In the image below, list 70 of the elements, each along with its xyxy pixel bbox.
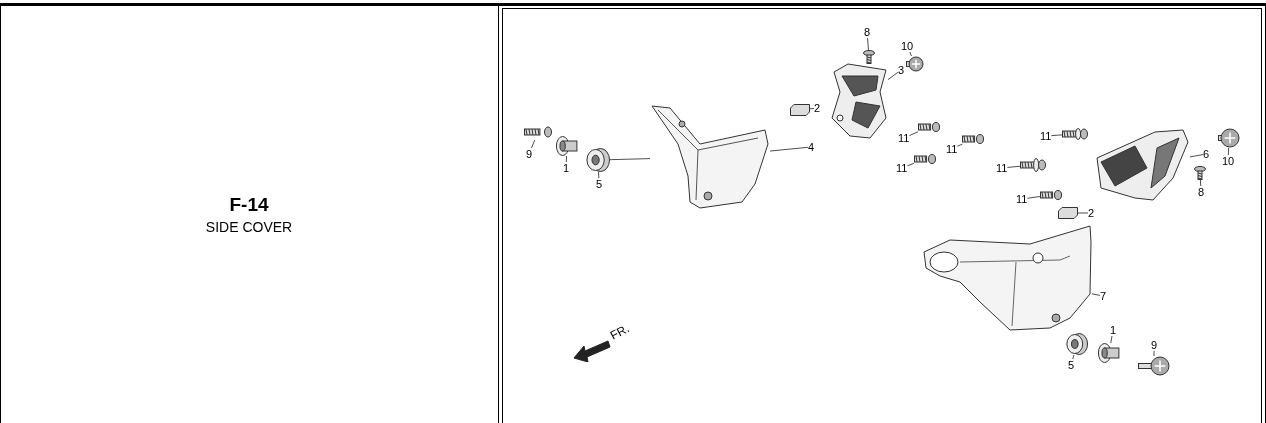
leader-line: [609, 158, 651, 161]
side-cover-drawing: [650, 104, 770, 210]
callout-number: 6: [1203, 148, 1210, 160]
grommet-icon: [1066, 333, 1088, 355]
leader-line: [1227, 147, 1229, 156]
leader-line: [907, 162, 915, 167]
collar-icon: [1098, 343, 1120, 363]
callout-number: 1: [563, 162, 570, 174]
leader-line: [769, 146, 809, 152]
callout-number: 3: [898, 64, 905, 76]
leader-line: [1110, 335, 1113, 344]
side-cover-drawing: [1095, 128, 1190, 203]
callout-number: 7: [1100, 290, 1107, 302]
bolt-icon: [1218, 128, 1240, 148]
screw-icon: [914, 154, 936, 164]
leader-line: [1091, 293, 1101, 296]
collar-icon: [556, 136, 578, 156]
leader-line: [1189, 154, 1204, 158]
leader-line: [565, 155, 567, 163]
leader-line: [1027, 196, 1041, 199]
screw-icon: [863, 50, 875, 64]
leader-line: [598, 171, 600, 179]
callout-number: 9: [526, 148, 533, 160]
callout-number: 8: [864, 26, 871, 38]
callout-number: 8: [1198, 186, 1205, 198]
screw-icon: [962, 134, 984, 144]
callout-number: 11: [996, 162, 1008, 174]
leader-line: [957, 143, 963, 147]
leader-line: [1007, 165, 1021, 168]
screw-icon: [524, 124, 552, 140]
leader-line: [809, 107, 815, 110]
grommet-icon: [586, 148, 610, 172]
rubber-block-icon: [790, 104, 810, 116]
bolt-icon: [906, 56, 924, 72]
leader-line: [1072, 354, 1075, 360]
callout-number: 4: [808, 141, 815, 153]
callout-number: 10: [1222, 155, 1235, 167]
direction-label: FR.: [607, 321, 632, 343]
callout-number: 11: [1040, 130, 1052, 142]
leader-line: [1153, 350, 1155, 357]
screw-icon: [1040, 190, 1062, 200]
leader-line: [1051, 134, 1063, 136]
screw-icon: [918, 122, 940, 132]
leader-line: [867, 37, 869, 51]
callout-number: 11: [896, 162, 908, 174]
leader-line: [531, 139, 536, 149]
callout-number: 1: [1110, 324, 1117, 336]
leader-line: [1200, 179, 1202, 187]
callout-number: 5: [596, 178, 603, 190]
screw-icon: [1194, 166, 1206, 180]
callout-number: 11: [898, 132, 910, 144]
bracket-panel-drawing: [830, 62, 888, 140]
diagram-title: F-14: [228, 194, 270, 216]
callout-number: 9: [1151, 339, 1158, 351]
rubber-block-icon: [1058, 207, 1078, 219]
callout-number: 10: [901, 40, 914, 52]
leader-line: [1077, 212, 1089, 214]
leader-line: [887, 71, 899, 81]
side-cover-drawing: [920, 222, 1092, 332]
bolt-icon: [1138, 356, 1170, 376]
callout-number: 5: [1068, 359, 1075, 371]
leader-line: [909, 131, 919, 136]
leader-line: [909, 51, 912, 57]
callout-number: 2: [814, 102, 821, 114]
screw-icon: [1062, 128, 1088, 140]
callout-number: 11: [1016, 193, 1028, 205]
screw-icon: [1020, 158, 1046, 172]
callout-number: 2: [1088, 207, 1095, 219]
diagram-subtitle: SIDE COVER: [204, 219, 294, 236]
callout-number: 11: [946, 143, 958, 155]
